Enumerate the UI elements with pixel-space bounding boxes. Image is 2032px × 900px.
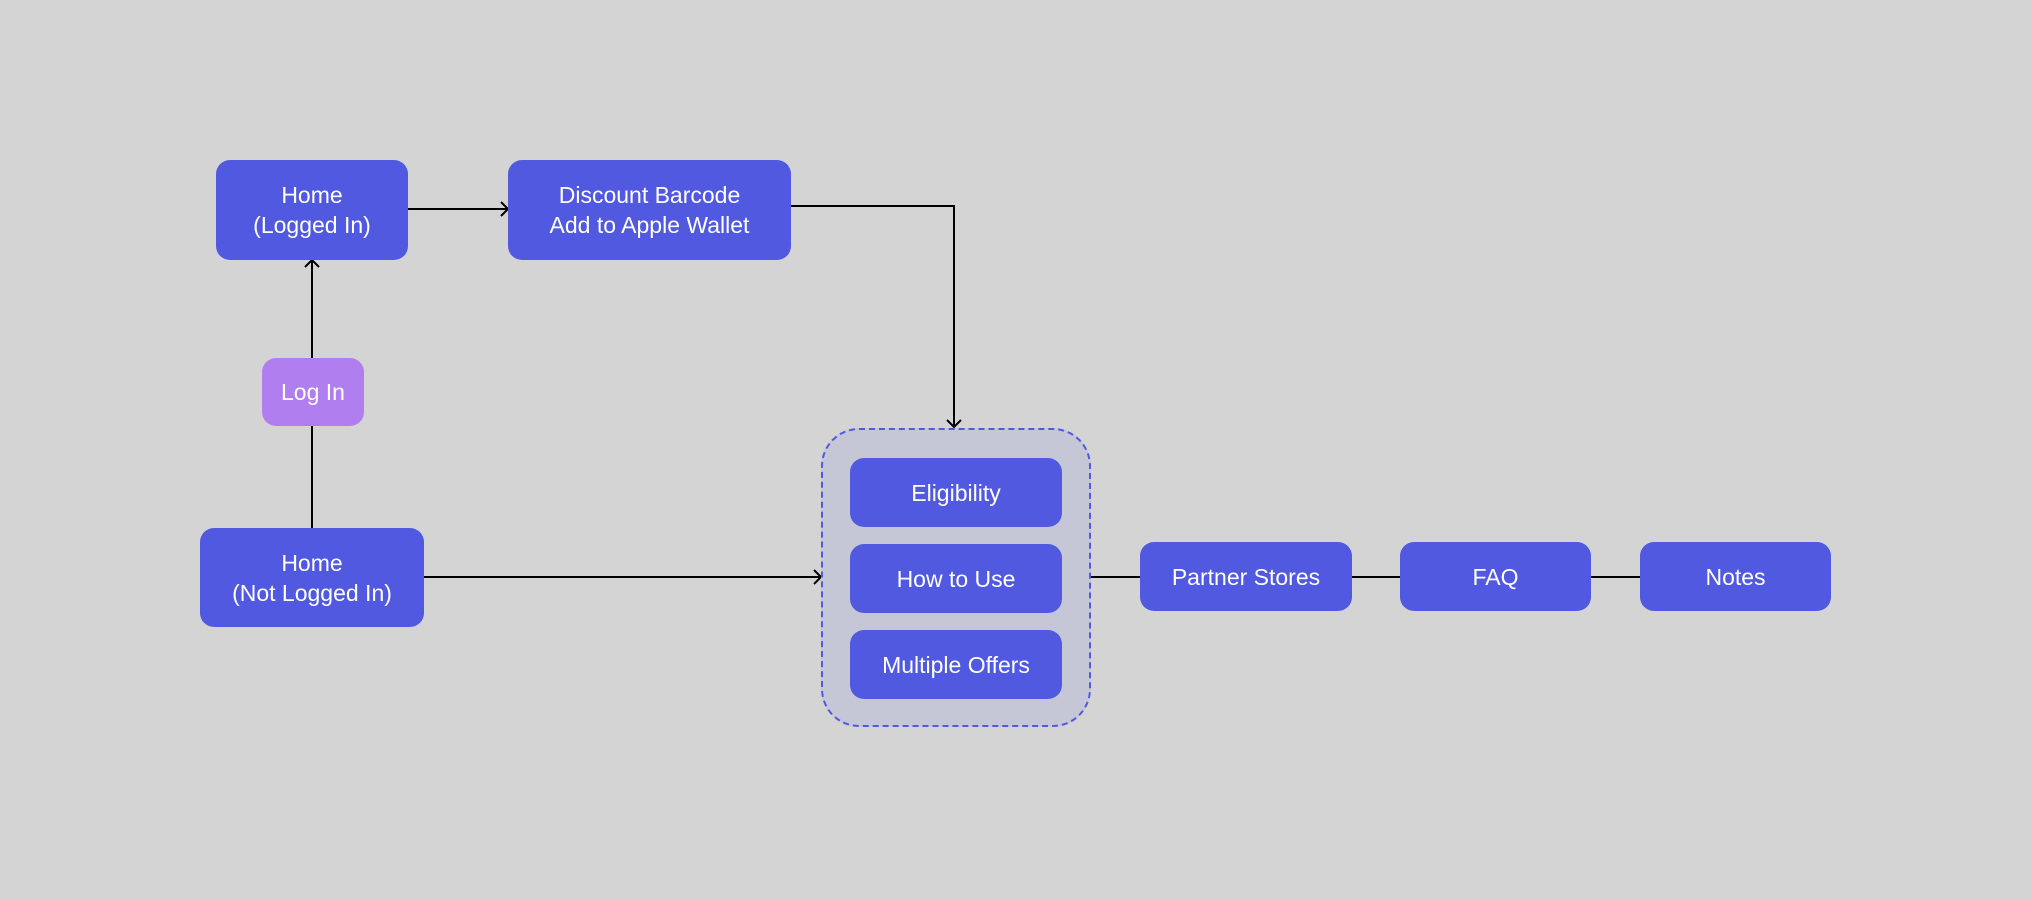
connector-discount-barcode-to-group xyxy=(791,205,955,427)
notes-label: Notes xyxy=(1705,563,1766,590)
home-logged-in-label: Home (Logged In) xyxy=(253,182,371,238)
faq-node[interactable]: FAQ xyxy=(1400,542,1591,611)
arrowhead-home-logged-in xyxy=(304,258,320,268)
multiple-offers-label: Multiple Offers xyxy=(882,651,1030,678)
notes-node[interactable]: Notes xyxy=(1640,542,1831,611)
eligibility-label: Eligibility xyxy=(911,479,1001,506)
home-logged-in-node[interactable]: Home (Logged In) xyxy=(216,160,408,260)
partner-stores-node[interactable]: Partner Stores xyxy=(1140,542,1352,611)
how-to-use-node[interactable]: How to Use xyxy=(850,544,1062,613)
faq-label: FAQ xyxy=(1472,563,1519,590)
home-not-logged-in-label: Home (Not Logged In) xyxy=(232,549,392,606)
discount-barcode-label: Discount Barcode Add to Apple Wallet xyxy=(549,182,750,238)
log-in-node[interactable]: Log In xyxy=(262,358,364,426)
eligibility-node[interactable]: Eligibility xyxy=(850,458,1062,527)
log-in-label: Log In xyxy=(281,379,345,405)
arrowhead-group-top xyxy=(946,419,962,429)
partner-stores-label: Partner Stores xyxy=(1171,563,1321,590)
home-not-logged-in-node[interactable]: Home (Not Logged In) xyxy=(200,528,424,627)
how-to-use-label: How to Use xyxy=(896,565,1016,592)
multiple-offers-node[interactable]: Multiple Offers xyxy=(850,630,1062,699)
discount-barcode-node[interactable]: Discount Barcode Add to Apple Wallet xyxy=(508,160,791,260)
